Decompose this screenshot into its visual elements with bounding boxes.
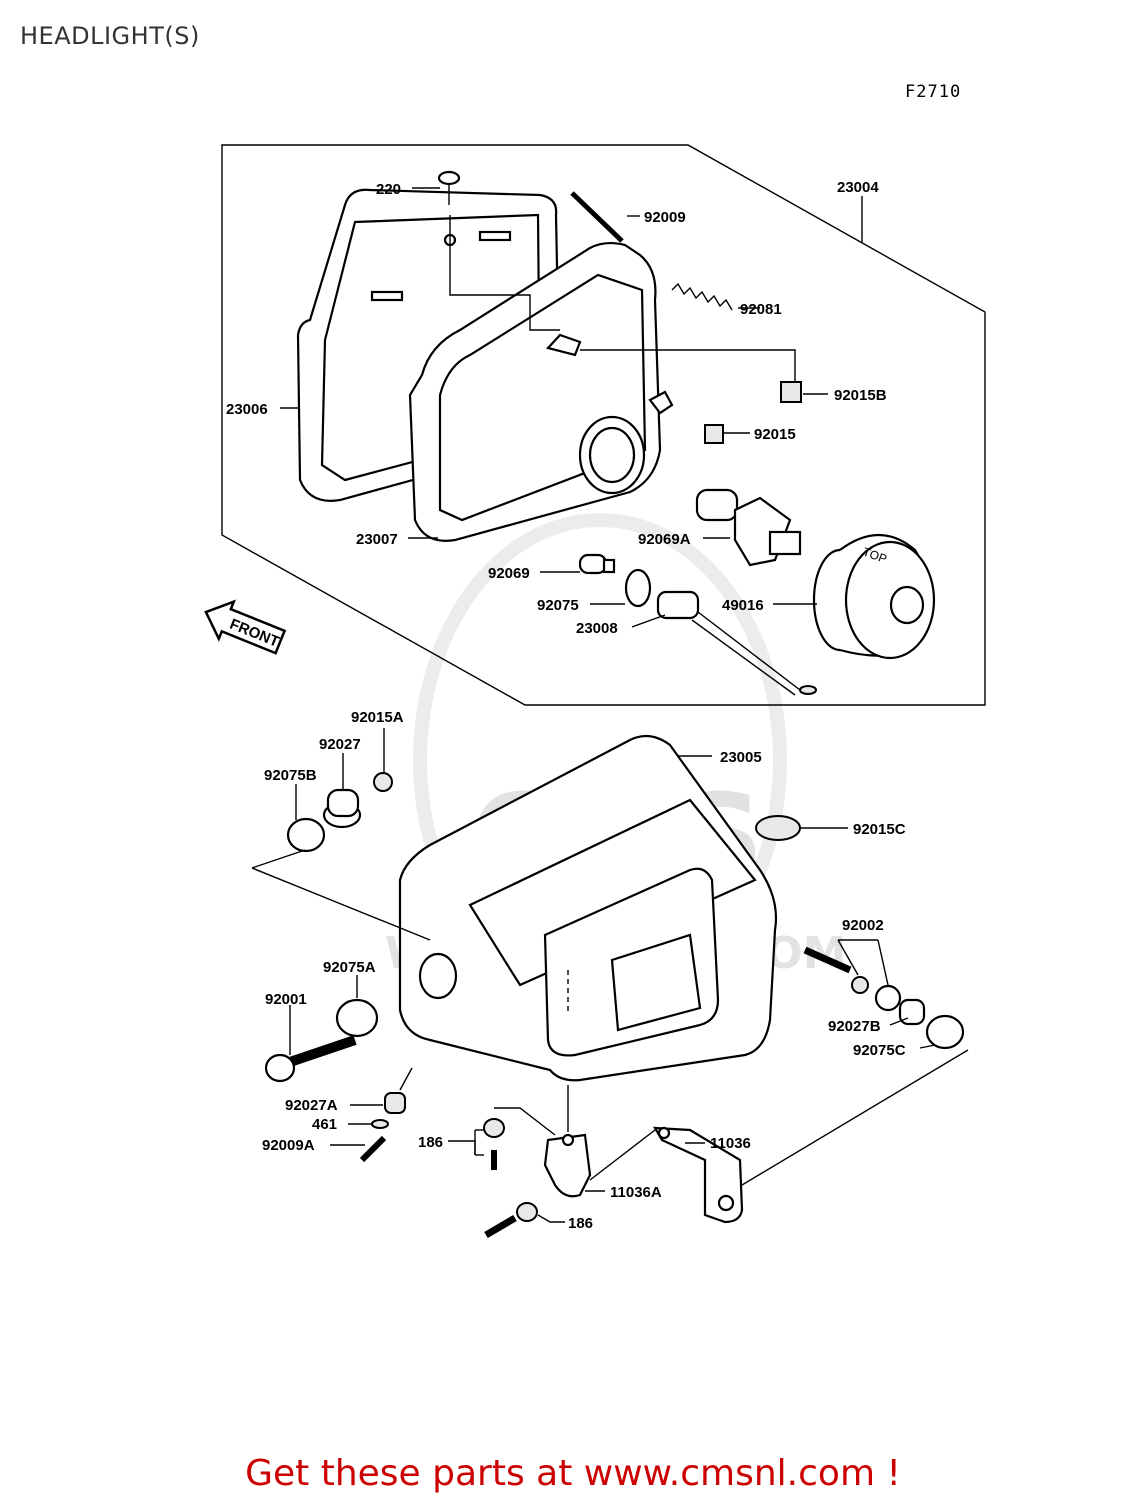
bracket-11036A	[543, 1133, 592, 1198]
label-92015: 92015	[754, 426, 796, 443]
label-11036A: 11036A	[610, 1184, 662, 1201]
washer-461	[371, 1119, 389, 1129]
screw-92009A	[359, 1135, 387, 1163]
bulb-92069A	[695, 488, 802, 567]
label-92075C: 92075C	[853, 1042, 906, 1059]
collar-92027A	[384, 1092, 406, 1114]
grommet-92075	[624, 568, 652, 608]
label-461: 461	[312, 1116, 337, 1133]
clip-92015C	[755, 815, 801, 841]
label-23007: 23007	[356, 531, 398, 548]
part-labels: 220 23004 92009 92081 92015B 23006 92015…	[226, 179, 906, 1232]
label-92009: 92009	[644, 209, 686, 226]
label-92015C: 92015C	[853, 821, 906, 838]
headlight-housing-23005	[398, 734, 778, 1082]
label-92075A: 92075A	[323, 959, 376, 976]
washer-92002-b	[874, 984, 902, 1012]
screw-92009	[570, 191, 624, 243]
parts-diagram: CMS WWW.CMSNL.COM	[204, 144, 986, 1239]
figure-code: F2710	[905, 82, 962, 102]
label-92081: 92081	[740, 301, 782, 318]
bulb-92069	[578, 553, 616, 575]
grommet-92075C	[925, 1014, 965, 1050]
socket-23008	[656, 590, 817, 696]
label-92069A: 92069A	[638, 531, 691, 548]
label-92009A: 92009A	[262, 1137, 315, 1154]
label-220: 220	[376, 181, 401, 198]
label-92001: 92001	[265, 991, 307, 1008]
assembly-frame	[221, 144, 986, 706]
label-92015A: 92015A	[351, 709, 404, 726]
collar-92027	[322, 788, 362, 829]
label-92069: 92069	[488, 565, 530, 582]
nut-92015B	[780, 381, 802, 403]
label-186-lower: 186	[568, 1215, 593, 1232]
bracket-11036	[653, 1126, 744, 1224]
label-23006: 23006	[226, 401, 268, 418]
cmsnl-link[interactable]: Get these parts at www.cmsnl.com !	[245, 1453, 901, 1494]
bolt-92001	[264, 1035, 357, 1083]
label-23004: 23004	[837, 179, 879, 196]
dust-cover-49016: TOP	[812, 533, 936, 660]
washer-92002	[851, 976, 869, 994]
fasteners-186	[483, 1118, 538, 1239]
label-49016: 49016	[722, 597, 764, 614]
leader-lines	[251, 187, 969, 1223]
label-92075B: 92075B	[264, 767, 317, 784]
headlight-lens-unit	[408, 241, 674, 542]
label-92027: 92027	[319, 736, 361, 753]
grommet-92075B	[286, 817, 326, 853]
nut-92015A	[373, 772, 393, 792]
label-186-upper: 186	[418, 1134, 443, 1151]
label-23008: 23008	[576, 620, 618, 637]
label-92027B: 92027B	[828, 1018, 881, 1035]
promo-footer[interactable]: Get these parts at www.cmsnl.com !	[0, 1453, 1146, 1494]
bolt-92002	[803, 946, 852, 974]
page-title: HEADLIGHT(S)	[20, 22, 200, 50]
spring-92081	[671, 282, 733, 311]
grommet-92075A	[335, 998, 379, 1038]
label-11036: 11036	[710, 1135, 751, 1152]
collar-92027B	[898, 998, 926, 1026]
label-92002: 92002	[842, 917, 884, 934]
label-92075: 92075	[537, 597, 579, 614]
front-direction-arrow: FRONT	[204, 599, 287, 655]
label-23005: 23005	[720, 749, 762, 766]
nut-92015	[704, 424, 724, 444]
screw-220	[437, 170, 461, 205]
label-92027A: 92027A	[285, 1097, 338, 1114]
label-92015B: 92015B	[834, 387, 887, 404]
